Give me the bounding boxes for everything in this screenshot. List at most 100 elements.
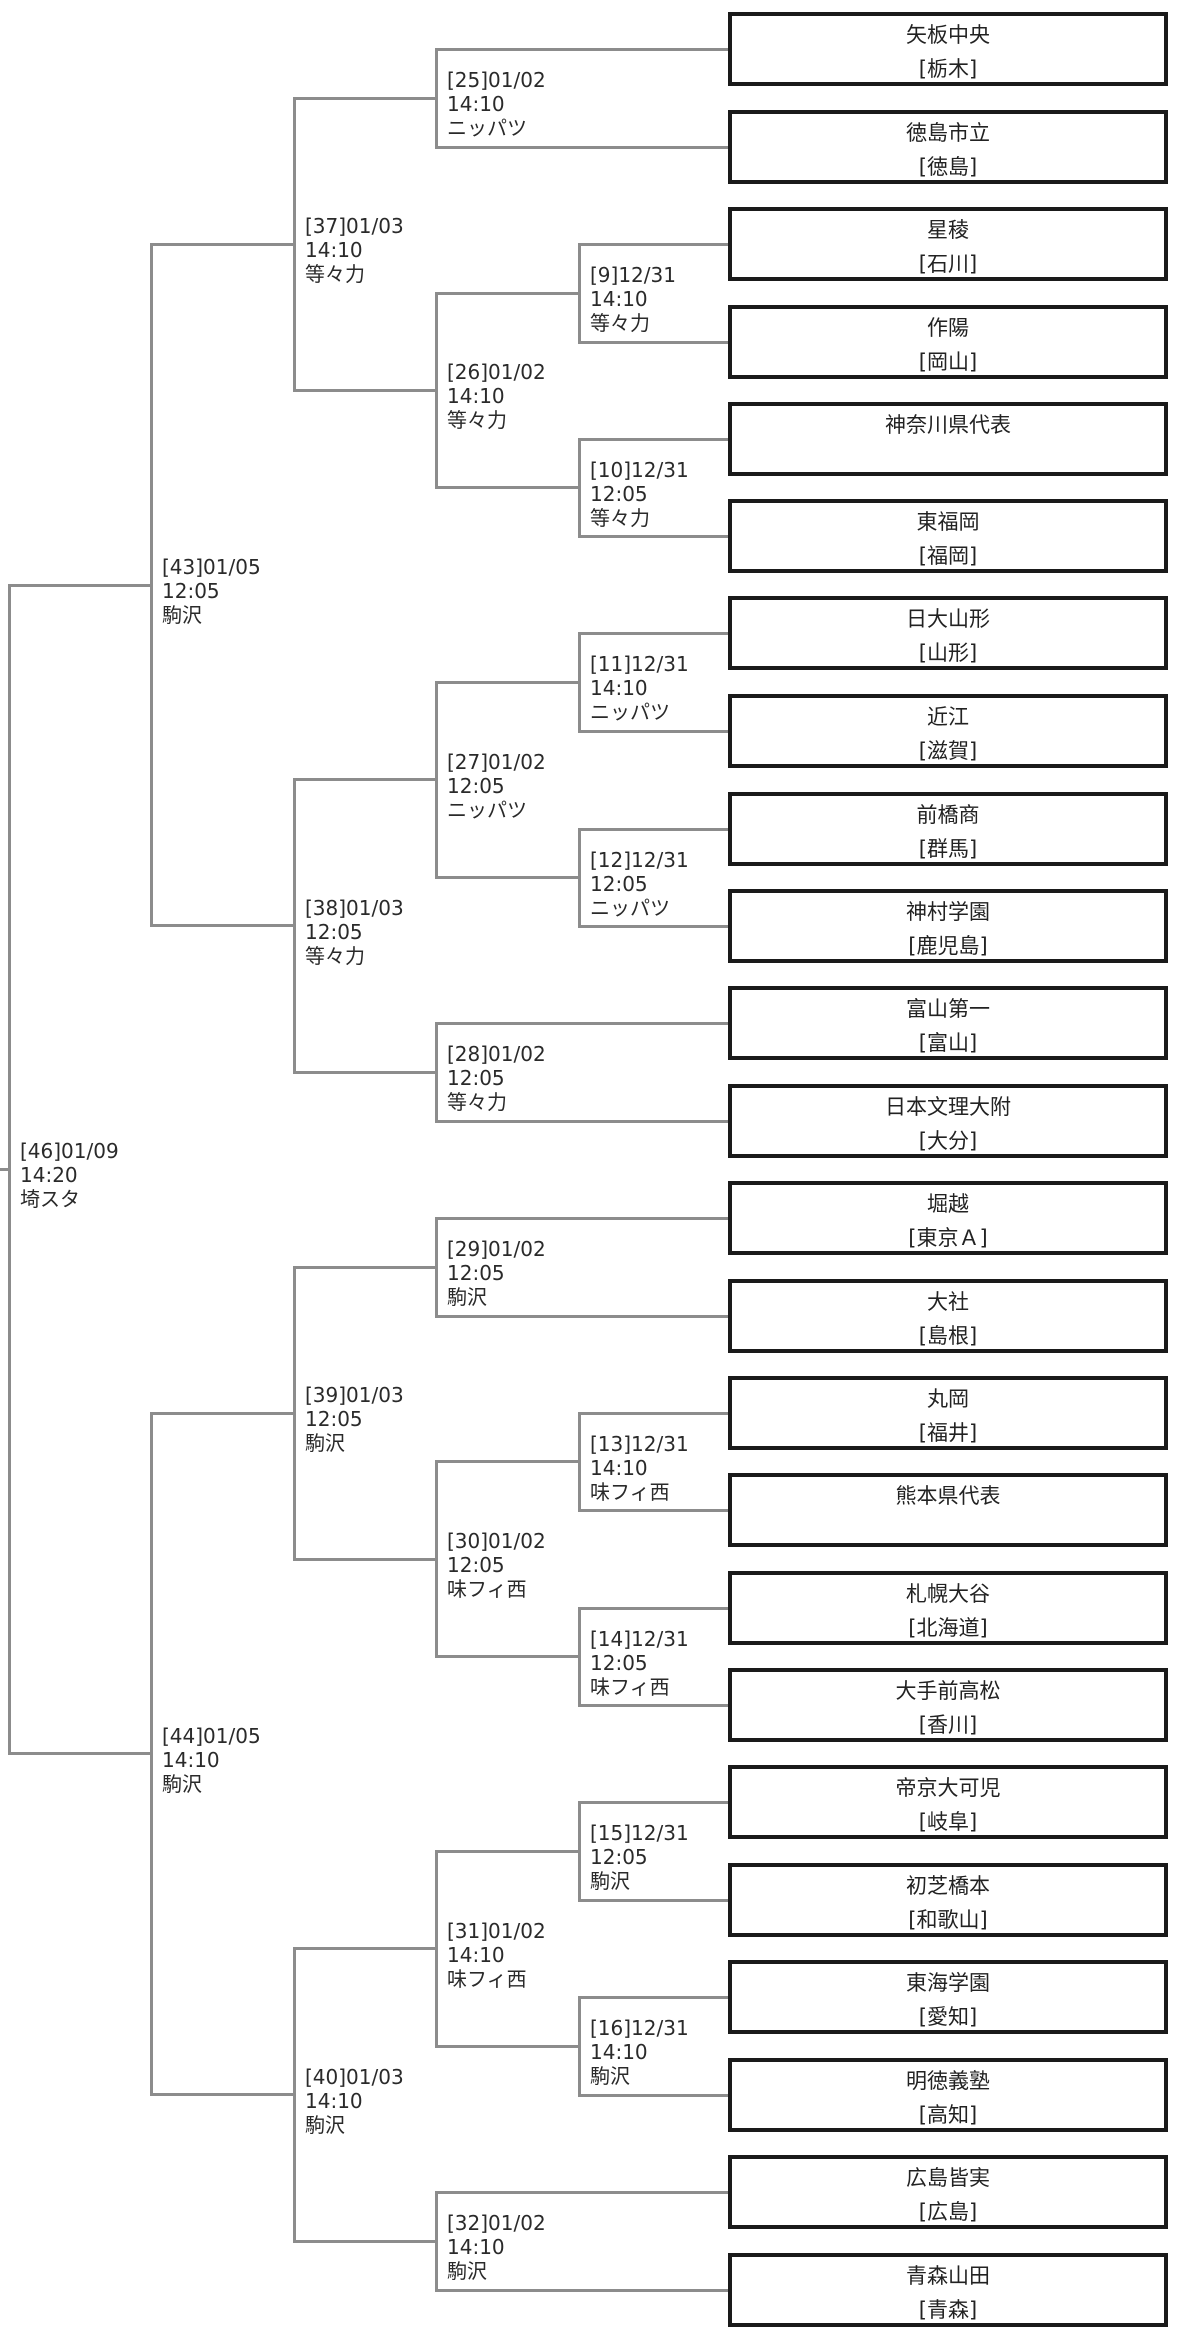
match-number-date: [12]12/31 bbox=[590, 847, 689, 872]
match-number-date: [29]01/02 bbox=[447, 1237, 546, 1261]
team-box[interactable]: 堀越[東京Ａ] bbox=[728, 1181, 1168, 1255]
team-name: 徳島市立 bbox=[906, 121, 990, 145]
bracket-line bbox=[578, 1703, 728, 1707]
match-number-date: [32]01/02 bbox=[447, 2211, 546, 2235]
bracket-line bbox=[150, 1411, 153, 2097]
match-venue: 味フィ西 bbox=[447, 1966, 527, 1991]
match-number-date: [40]01/03 bbox=[305, 2064, 404, 2089]
match-venue: 等々力 bbox=[447, 408, 507, 433]
match-venue: 駒沢 bbox=[162, 1771, 202, 1796]
team-box[interactable]: 星稜[石川] bbox=[728, 207, 1168, 281]
bracket-line bbox=[293, 778, 296, 1074]
team-box[interactable]: 富山第一[富山] bbox=[728, 986, 1168, 1060]
match-number-date: [28]01/02 bbox=[447, 1042, 546, 1066]
bracket-line bbox=[435, 1021, 438, 1123]
team-name: 帝京大可児 bbox=[895, 1776, 1001, 1800]
team-box[interactable]: 丸岡[福井] bbox=[728, 1376, 1168, 1450]
bracket-line bbox=[578, 1800, 728, 1804]
match-time: 14:10 bbox=[447, 384, 505, 409]
team-box[interactable]: 初芝橋本 [和歌山] bbox=[728, 1863, 1168, 1937]
match-venue: 等々力 bbox=[305, 943, 365, 968]
team-box[interactable]: 明徳義塾[高知] bbox=[728, 2058, 1168, 2132]
match-venue: 味フィ西 bbox=[590, 1674, 670, 1699]
team-name: 青森山田 bbox=[906, 2264, 990, 2288]
match-number-date: [9]12/31 bbox=[590, 263, 676, 287]
bracket-line bbox=[435, 2190, 728, 2194]
match-venue: ニッパツ bbox=[590, 700, 670, 724]
team-box[interactable]: 神奈川県代表 bbox=[728, 402, 1168, 476]
bracket-line bbox=[578, 437, 728, 441]
team-prefecture: [青森] bbox=[918, 2298, 978, 2322]
bracket-line bbox=[8, 583, 150, 587]
team-box[interactable]: 大手前高松[香川] bbox=[728, 1668, 1168, 1742]
match-time: 12:05 bbox=[590, 481, 648, 506]
team-name: 熊本県代表 bbox=[895, 1484, 1001, 1508]
bracket-line bbox=[435, 1314, 728, 1318]
team-box[interactable]: 神村学園[鹿児島] bbox=[728, 889, 1168, 963]
bracket-line bbox=[293, 1070, 435, 1074]
team-box[interactable]: 札幌大谷[北海道] bbox=[728, 1571, 1168, 1645]
team-box[interactable]: 熊本県代表 bbox=[728, 1473, 1168, 1547]
bracket-line bbox=[0, 1167, 11, 1171]
team-name: 大社 bbox=[927, 1290, 969, 1314]
team-name: 大手前高松 bbox=[895, 1679, 1001, 1703]
team-box[interactable]: 東海学園[愛知] bbox=[728, 1960, 1168, 2034]
bracket-line bbox=[578, 242, 728, 246]
match-time: 12:05 bbox=[305, 919, 363, 944]
bracket-line bbox=[578, 1411, 581, 1512]
match-time: 14:10 bbox=[162, 1747, 220, 1772]
bracket-line bbox=[435, 680, 438, 879]
match-time: 12:05 bbox=[162, 579, 220, 603]
match-number-date: [11]12/31 bbox=[590, 652, 689, 676]
match-number-date: [43]01/05 bbox=[162, 555, 261, 579]
match-venue: 味フィ西 bbox=[447, 1577, 527, 1601]
team-name: 日大山形 bbox=[906, 607, 990, 631]
team-name: 東福岡 bbox=[916, 510, 980, 534]
match-time: 12:05 bbox=[447, 1553, 505, 1577]
match-number-date: [25]01/02 bbox=[447, 68, 546, 92]
team-name: 日本文理大附 bbox=[885, 1095, 1011, 1119]
team-box[interactable]: 前橋商[群馬] bbox=[728, 792, 1168, 866]
team-prefecture: [福岡] bbox=[918, 544, 978, 568]
team-box[interactable]: 作陽[岡山] bbox=[728, 305, 1168, 379]
team-box[interactable]: 近江[滋賀] bbox=[728, 694, 1168, 768]
team-box[interactable]: 日本文理大附[大分] bbox=[728, 1084, 1168, 1158]
bracket-line bbox=[578, 827, 581, 928]
team-box[interactable]: 東福岡 [福岡] bbox=[728, 499, 1168, 573]
match-time: 14:10 bbox=[305, 238, 363, 263]
bracket-line bbox=[435, 1021, 728, 1025]
bracket-line bbox=[578, 1606, 728, 1610]
bracket-line bbox=[435, 1460, 438, 1658]
team-box[interactable]: 広島皆実[広島] bbox=[728, 2155, 1168, 2229]
bracket-line bbox=[578, 631, 581, 733]
bracket-line bbox=[435, 1849, 438, 2048]
team-name: 神奈川県代表 bbox=[885, 413, 1011, 437]
match-time: 14:10 bbox=[590, 676, 648, 700]
team-prefecture: [島根] bbox=[918, 1324, 978, 1348]
match-number-date: [39]01/03 bbox=[305, 1383, 404, 1407]
bracket-line bbox=[150, 242, 293, 246]
bracket-line bbox=[8, 1752, 150, 1756]
team-box[interactable]: 青森山田 [青森] bbox=[728, 2253, 1168, 2327]
team-box[interactable]: 大社 [島根] bbox=[728, 1279, 1168, 1353]
team-box[interactable]: 徳島市立 [徳島] bbox=[728, 110, 1168, 184]
team-box[interactable]: 矢板中央[栃木] bbox=[728, 12, 1168, 86]
match-venue: 等々力 bbox=[590, 505, 650, 530]
bracket-line bbox=[578, 2093, 728, 2097]
match-number-date: [15]12/31 bbox=[590, 1821, 689, 1845]
team-name: 初芝橋本 bbox=[906, 1874, 990, 1898]
team-prefecture: [徳島] bbox=[918, 155, 978, 179]
match-time: 12:05 bbox=[447, 773, 505, 798]
team-prefecture: [和歌山] bbox=[908, 1908, 988, 1932]
bracket-line bbox=[578, 1508, 728, 1512]
team-name: 富山第一 bbox=[906, 997, 990, 1021]
team-box[interactable]: 帝京大可児[岐阜] bbox=[728, 1765, 1168, 1839]
match-venue: ニッパツ bbox=[447, 116, 527, 140]
team-box[interactable]: 日大山形[山形] bbox=[728, 596, 1168, 670]
